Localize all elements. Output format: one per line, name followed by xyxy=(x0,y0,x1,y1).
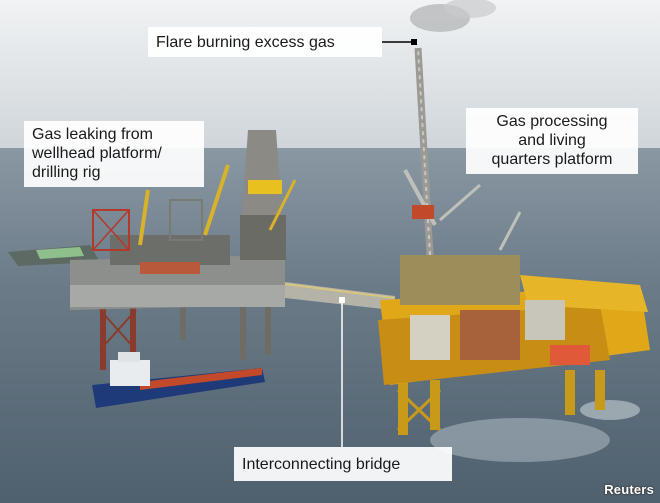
bridge-leader-dot xyxy=(339,297,345,303)
photo-credit: Reuters xyxy=(604,482,654,497)
gas-processing-platform xyxy=(378,47,650,435)
wake xyxy=(430,418,610,462)
flare-label: Flare burning excess gas xyxy=(148,27,382,57)
supply-vessel xyxy=(92,352,265,408)
bridge-label: Interconnecting bridge xyxy=(234,447,452,481)
flare-leader-dot xyxy=(411,39,417,45)
wake xyxy=(580,400,640,420)
wellhead-leak-label: Gas leaking from wellhead platform/ dril… xyxy=(24,121,204,187)
wellhead-platform xyxy=(8,130,297,370)
flare-smoke xyxy=(444,0,496,18)
gas-processing-label: Gas processing and living quarters platf… xyxy=(466,108,638,174)
interconnecting-bridge-structure xyxy=(285,282,395,310)
